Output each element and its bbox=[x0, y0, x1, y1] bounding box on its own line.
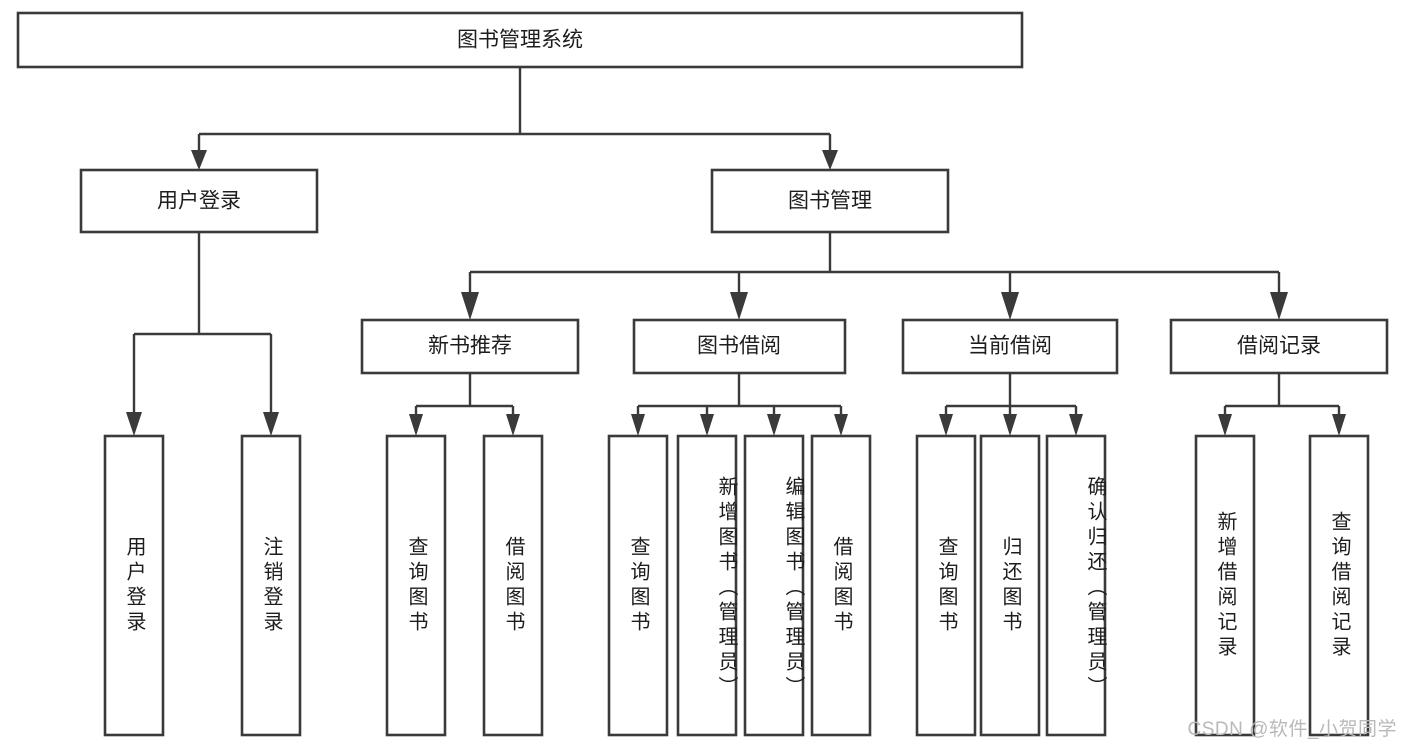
connector-book-management-to-bus bbox=[468, 232, 1281, 294]
connector-layer bbox=[126, 67, 1346, 436]
arrow-to-leaf-borrow-book-2 bbox=[834, 414, 848, 436]
node-leaf-user-login[interactable] bbox=[103, 434, 165, 737]
connector-borrow-record-to-bus bbox=[1223, 373, 1341, 420]
node-leaf-confirm-return[interactable] bbox=[1045, 434, 1107, 737]
node-new-book-recommend[interactable] bbox=[360, 318, 580, 375]
arrow-to-leaf-return-book bbox=[1003, 414, 1017, 436]
node-current-borrow-label: 当前借阅 bbox=[968, 335, 1052, 358]
node-leaf-query-book-3[interactable] bbox=[915, 434, 977, 737]
node-book-management-label: 图书管理 bbox=[788, 190, 872, 213]
node-root-label: 图书管理系统 bbox=[457, 29, 583, 52]
node-root[interactable] bbox=[16, 11, 1024, 69]
arrow-to-borrow-record bbox=[1270, 292, 1288, 320]
arrow-to-leaf-add-book bbox=[700, 414, 714, 436]
arrow-to-leaf-borrow-book-1 bbox=[506, 414, 520, 436]
node-book-borrow-label: 图书借阅 bbox=[697, 335, 781, 358]
node-leaf-add-record[interactable] bbox=[1194, 434, 1256, 737]
arrow-to-leaf-query-record bbox=[1332, 414, 1346, 436]
connector-book-borrow-to-bus bbox=[636, 373, 843, 420]
arrow-to-current-borrow bbox=[1001, 292, 1019, 320]
node-leaf-edit-book[interactable] bbox=[743, 434, 805, 737]
arrow-to-leaf-query-book-2 bbox=[631, 414, 645, 436]
node-leaf-borrow-book-2[interactable] bbox=[810, 434, 872, 737]
arrow-to-leaf-query-book-1 bbox=[409, 414, 423, 436]
node-leaf-return-book[interactable] bbox=[979, 434, 1041, 737]
node-new-book-recommend-label: 新书推荐 bbox=[428, 335, 512, 358]
csdn-watermark: CSDN @软件_小贺同学 bbox=[1187, 719, 1397, 740]
node-leaf-borrow-book-1[interactable] bbox=[482, 434, 544, 737]
node-current-borrow[interactable] bbox=[901, 318, 1119, 375]
node-borrow-record-label: 借阅记录 bbox=[1237, 335, 1321, 358]
node-book-management[interactable] bbox=[710, 168, 950, 234]
arrow-to-user-login bbox=[191, 150, 207, 170]
node-borrow-record[interactable] bbox=[1169, 318, 1389, 375]
arrow-to-leaf-confirm-return bbox=[1069, 414, 1083, 436]
node-layer: 图书管理系统 用户登录 图书管理 新书推荐 图书借阅 当前借阅 借阅记录 bbox=[16, 11, 1389, 737]
node-user-login-label: 用户登录 bbox=[157, 190, 241, 213]
arrow-to-leaf-user-login bbox=[126, 412, 142, 436]
node-leaf-query-book-2[interactable] bbox=[607, 434, 669, 737]
node-leaf-query-book-1[interactable] bbox=[385, 434, 447, 737]
node-user-login[interactable] bbox=[79, 168, 319, 234]
node-book-borrow[interactable] bbox=[632, 318, 847, 375]
arrow-to-leaf-edit-book bbox=[767, 414, 781, 436]
arrow-to-leaf-query-book-3 bbox=[939, 414, 953, 436]
connector-new-book-recommend-to-bus bbox=[414, 373, 515, 420]
arrow-to-book-management bbox=[822, 150, 838, 170]
arrow-to-leaf-logout-login bbox=[263, 412, 279, 436]
node-leaf-add-book[interactable] bbox=[676, 434, 738, 737]
arrow-to-leaf-add-record bbox=[1218, 414, 1232, 436]
connector-current-borrow-to-bus bbox=[944, 373, 1078, 420]
arrow-to-new-book-recommend bbox=[461, 292, 479, 320]
node-leaf-logout-login[interactable] bbox=[240, 434, 302, 737]
arrow-to-book-borrow bbox=[730, 292, 748, 320]
node-leaf-query-record[interactable] bbox=[1308, 434, 1370, 737]
connector-user-login-to-bus bbox=[132, 232, 273, 418]
connector-root-to-bus bbox=[197, 67, 832, 156]
